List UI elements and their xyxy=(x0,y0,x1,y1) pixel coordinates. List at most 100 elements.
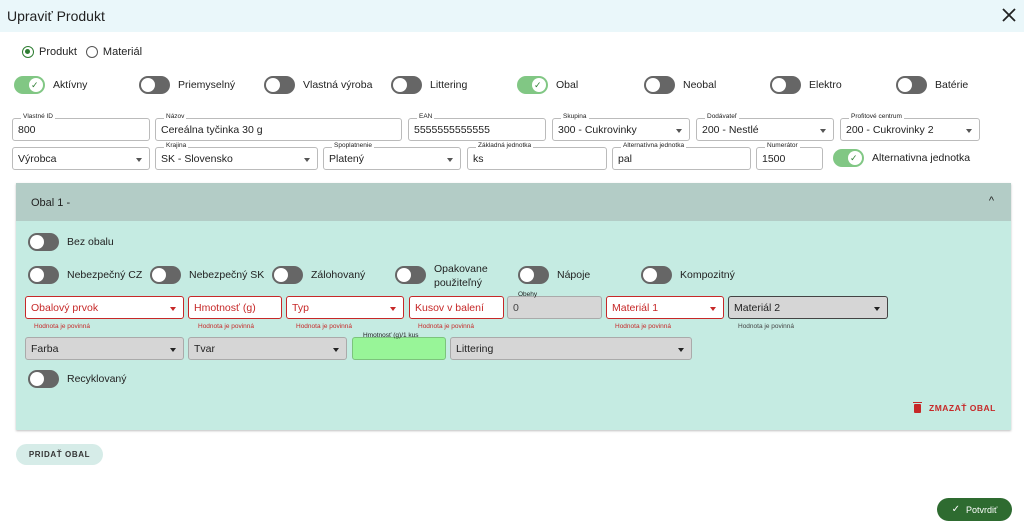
field-ean[interactable]: EAN 5555555555555 xyxy=(408,113,546,141)
field-numerator[interactable]: Numerátor 1500 xyxy=(756,142,823,170)
radio-produkt-icon[interactable] xyxy=(22,46,34,58)
select-spoplatnenie[interactable]: Spoplatnenie Platený xyxy=(323,142,461,170)
toggle-opakovane-switch[interactable] xyxy=(395,266,426,284)
field-hmotnost[interactable]: Hmotnosť (g) xyxy=(188,296,282,319)
field-vlastne-id[interactable]: Vlastné ID 800 xyxy=(12,113,150,141)
chevron-down-icon xyxy=(447,158,453,162)
toggle-opakovane-pouzitelny[interactable]: Opakovane použiteľný xyxy=(395,262,488,290)
chevron-down-icon xyxy=(678,348,684,352)
toggle-baterie-switch[interactable] xyxy=(896,76,927,94)
confirm-button[interactable]: ✓ Potvrdiť xyxy=(937,498,1012,521)
delete-obal-button[interactable]: ZMAZAŤ OBAL xyxy=(913,401,996,413)
toggle-obal[interactable]: Obal xyxy=(517,76,578,94)
select-typ[interactable]: Typ xyxy=(286,296,404,319)
toggle-priemyselny[interactable]: Priemyselný xyxy=(139,76,235,94)
check-icon: ✓ xyxy=(951,504,960,515)
toggle-littering-switch[interactable] xyxy=(391,76,422,94)
toggle-nebezpecny-sk[interactable]: Nebezpečný SK xyxy=(150,266,264,284)
toggle-elektro[interactable]: Elektro xyxy=(770,76,842,94)
toggle-elektro-switch[interactable] xyxy=(770,76,801,94)
add-obal-label: PRIDAŤ OBAL xyxy=(28,450,91,459)
chevron-down-icon xyxy=(170,348,176,352)
obal-panel-title: Obal 1 - xyxy=(31,197,71,209)
field-nazov-label: Názov xyxy=(164,113,187,121)
toggle-napoje-switch[interactable] xyxy=(518,266,549,284)
select-material-1-value: Materiál 1 xyxy=(612,302,659,314)
select-material-2-value: Materiál 2 xyxy=(734,302,781,314)
select-vyrobca-value: Výrobca xyxy=(18,153,57,165)
toggle-zalohovany-switch[interactable] xyxy=(272,266,303,284)
select-spoplatnenie-label: Spoplatnenie xyxy=(332,142,374,150)
field-obehy: Obehy 0 xyxy=(507,291,602,319)
toggle-neobal[interactable]: Neobal xyxy=(644,76,716,94)
toggle-zalohovany[interactable]: Zálohovaný xyxy=(272,266,365,284)
field-alternativna-jednotka[interactable]: Alternatívna jednotka pal xyxy=(612,142,751,170)
toggle-littering[interactable]: Littering xyxy=(391,76,467,94)
obal-panel-header[interactable]: Obal 1 - ^ xyxy=(16,183,1011,221)
select-profitove-centrum[interactable]: Profitové centrum 200 - Cukrovinky 2 xyxy=(840,113,980,141)
toggle-neobal-label: Neobal xyxy=(683,79,717,91)
toggle-vlastna-label: Vlastná výroba xyxy=(303,79,373,91)
chevron-down-icon xyxy=(170,307,176,311)
select-dodavatel[interactable]: Dodávateľ 200 - Nestlé xyxy=(696,113,834,141)
select-vyrobca[interactable]: Výrobca xyxy=(12,147,150,170)
toggle-aktivny-switch[interactable] xyxy=(14,76,45,94)
confirm-label: Potvrdiť xyxy=(966,504,998,515)
field-kusov-value: Kusov v balení xyxy=(415,302,484,314)
toggle-bez-obalu[interactable]: Bez obalu xyxy=(28,233,114,251)
select-krajina-value: SK - Slovensko xyxy=(161,153,233,165)
select-littering[interactable]: Littering xyxy=(450,337,692,360)
close-icon[interactable] xyxy=(1000,6,1018,24)
toggle-aktivny[interactable]: Aktívny xyxy=(14,76,87,94)
toggle-recyklovany[interactable]: Recyklovaný xyxy=(28,370,127,388)
field-obehy-value: 0 xyxy=(513,302,519,314)
field-kusov-v-baleni[interactable]: Kusov v balení xyxy=(409,296,504,319)
toggle-kompozitny-switch[interactable] xyxy=(641,266,672,284)
field-hmotnost-na-kus[interactable]: Hmotnosť (g)/1 kus xyxy=(352,332,446,360)
field-nazov[interactable]: Názov Cereálna tyčinka 30 g xyxy=(155,113,402,141)
field-hmotnost-value: Hmotnosť (g) xyxy=(194,302,256,314)
select-krajina-label: Krajina xyxy=(164,142,189,150)
select-spoplatnenie-value: Platený xyxy=(329,153,365,165)
toggle-recyklovany-switch[interactable] xyxy=(28,370,59,388)
toggle-baterie-label: Batérie xyxy=(935,79,969,91)
select-krajina[interactable]: Krajina SK - Slovensko xyxy=(155,142,318,170)
select-skupina-value: 300 - Cukrovinky xyxy=(558,124,637,136)
toggle-priemyselny-switch[interactable] xyxy=(139,76,170,94)
toggle-obal-switch[interactable] xyxy=(517,76,548,94)
field-ean-label: EAN xyxy=(417,113,435,121)
toggle-alternativna-switch[interactable] xyxy=(833,149,864,167)
select-material-1[interactable]: Materiál 1 xyxy=(606,296,724,319)
field-zakladna-jednotka[interactable]: Základná jednotka ks xyxy=(467,142,607,170)
select-farba[interactable]: Farba xyxy=(25,337,184,360)
toggle-baterie[interactable]: Batérie xyxy=(896,76,968,94)
field-alternativna-label: Alternatívna jednotka xyxy=(621,142,687,150)
toggle-nebezpecny-cz[interactable]: Nebezpečný CZ xyxy=(28,266,142,284)
select-material-2[interactable]: Materiál 2 xyxy=(728,296,888,319)
toggle-alternativna-jednotka[interactable]: Alternativna jednotka xyxy=(833,149,970,167)
chevron-down-icon xyxy=(874,307,880,311)
select-obalovy-prvok[interactable]: Obalový prvok xyxy=(25,296,184,319)
add-obal-button[interactable]: PRIDAŤ OBAL xyxy=(16,444,103,465)
toggle-vlastna-switch[interactable] xyxy=(264,76,295,94)
hint-typ: Hodnota je povinná xyxy=(296,323,353,330)
field-nazov-value: Cereálna tyčinka 30 g xyxy=(161,124,263,136)
toggle-neobal-switch[interactable] xyxy=(644,76,675,94)
select-tvar[interactable]: Tvar xyxy=(188,337,347,360)
toggle-neb-sk-label: Nebezpečný SK xyxy=(189,269,265,281)
toggle-neb-cz-switch[interactable] xyxy=(28,266,59,284)
select-dodavatel-label: Dodávateľ xyxy=(705,113,739,121)
radio-material-icon[interactable] xyxy=(85,46,98,58)
chevron-up-icon[interactable]: ^ xyxy=(988,195,994,207)
toggle-napoje[interactable]: Nápoje xyxy=(518,266,590,284)
toggle-bez-obalu-switch[interactable] xyxy=(28,233,59,251)
radio-produkt[interactable]: Produkt xyxy=(22,46,77,58)
toggle-neb-sk-switch[interactable] xyxy=(150,266,181,284)
select-obalovy-prvok-value: Obalový prvok xyxy=(31,302,99,314)
toggle-neb-cz-label: Nebezpečný CZ xyxy=(67,269,143,281)
toggle-vlastna-vyroba[interactable]: Vlastná výroba xyxy=(264,76,372,94)
radio-material[interactable]: Materiál xyxy=(85,46,142,58)
toggle-kompozitny-label: Kompozitný xyxy=(680,269,735,281)
toggle-kompozitny[interactable]: Kompozitný xyxy=(641,266,735,284)
select-skupina[interactable]: Skupina 300 - Cukrovinky xyxy=(552,113,690,141)
